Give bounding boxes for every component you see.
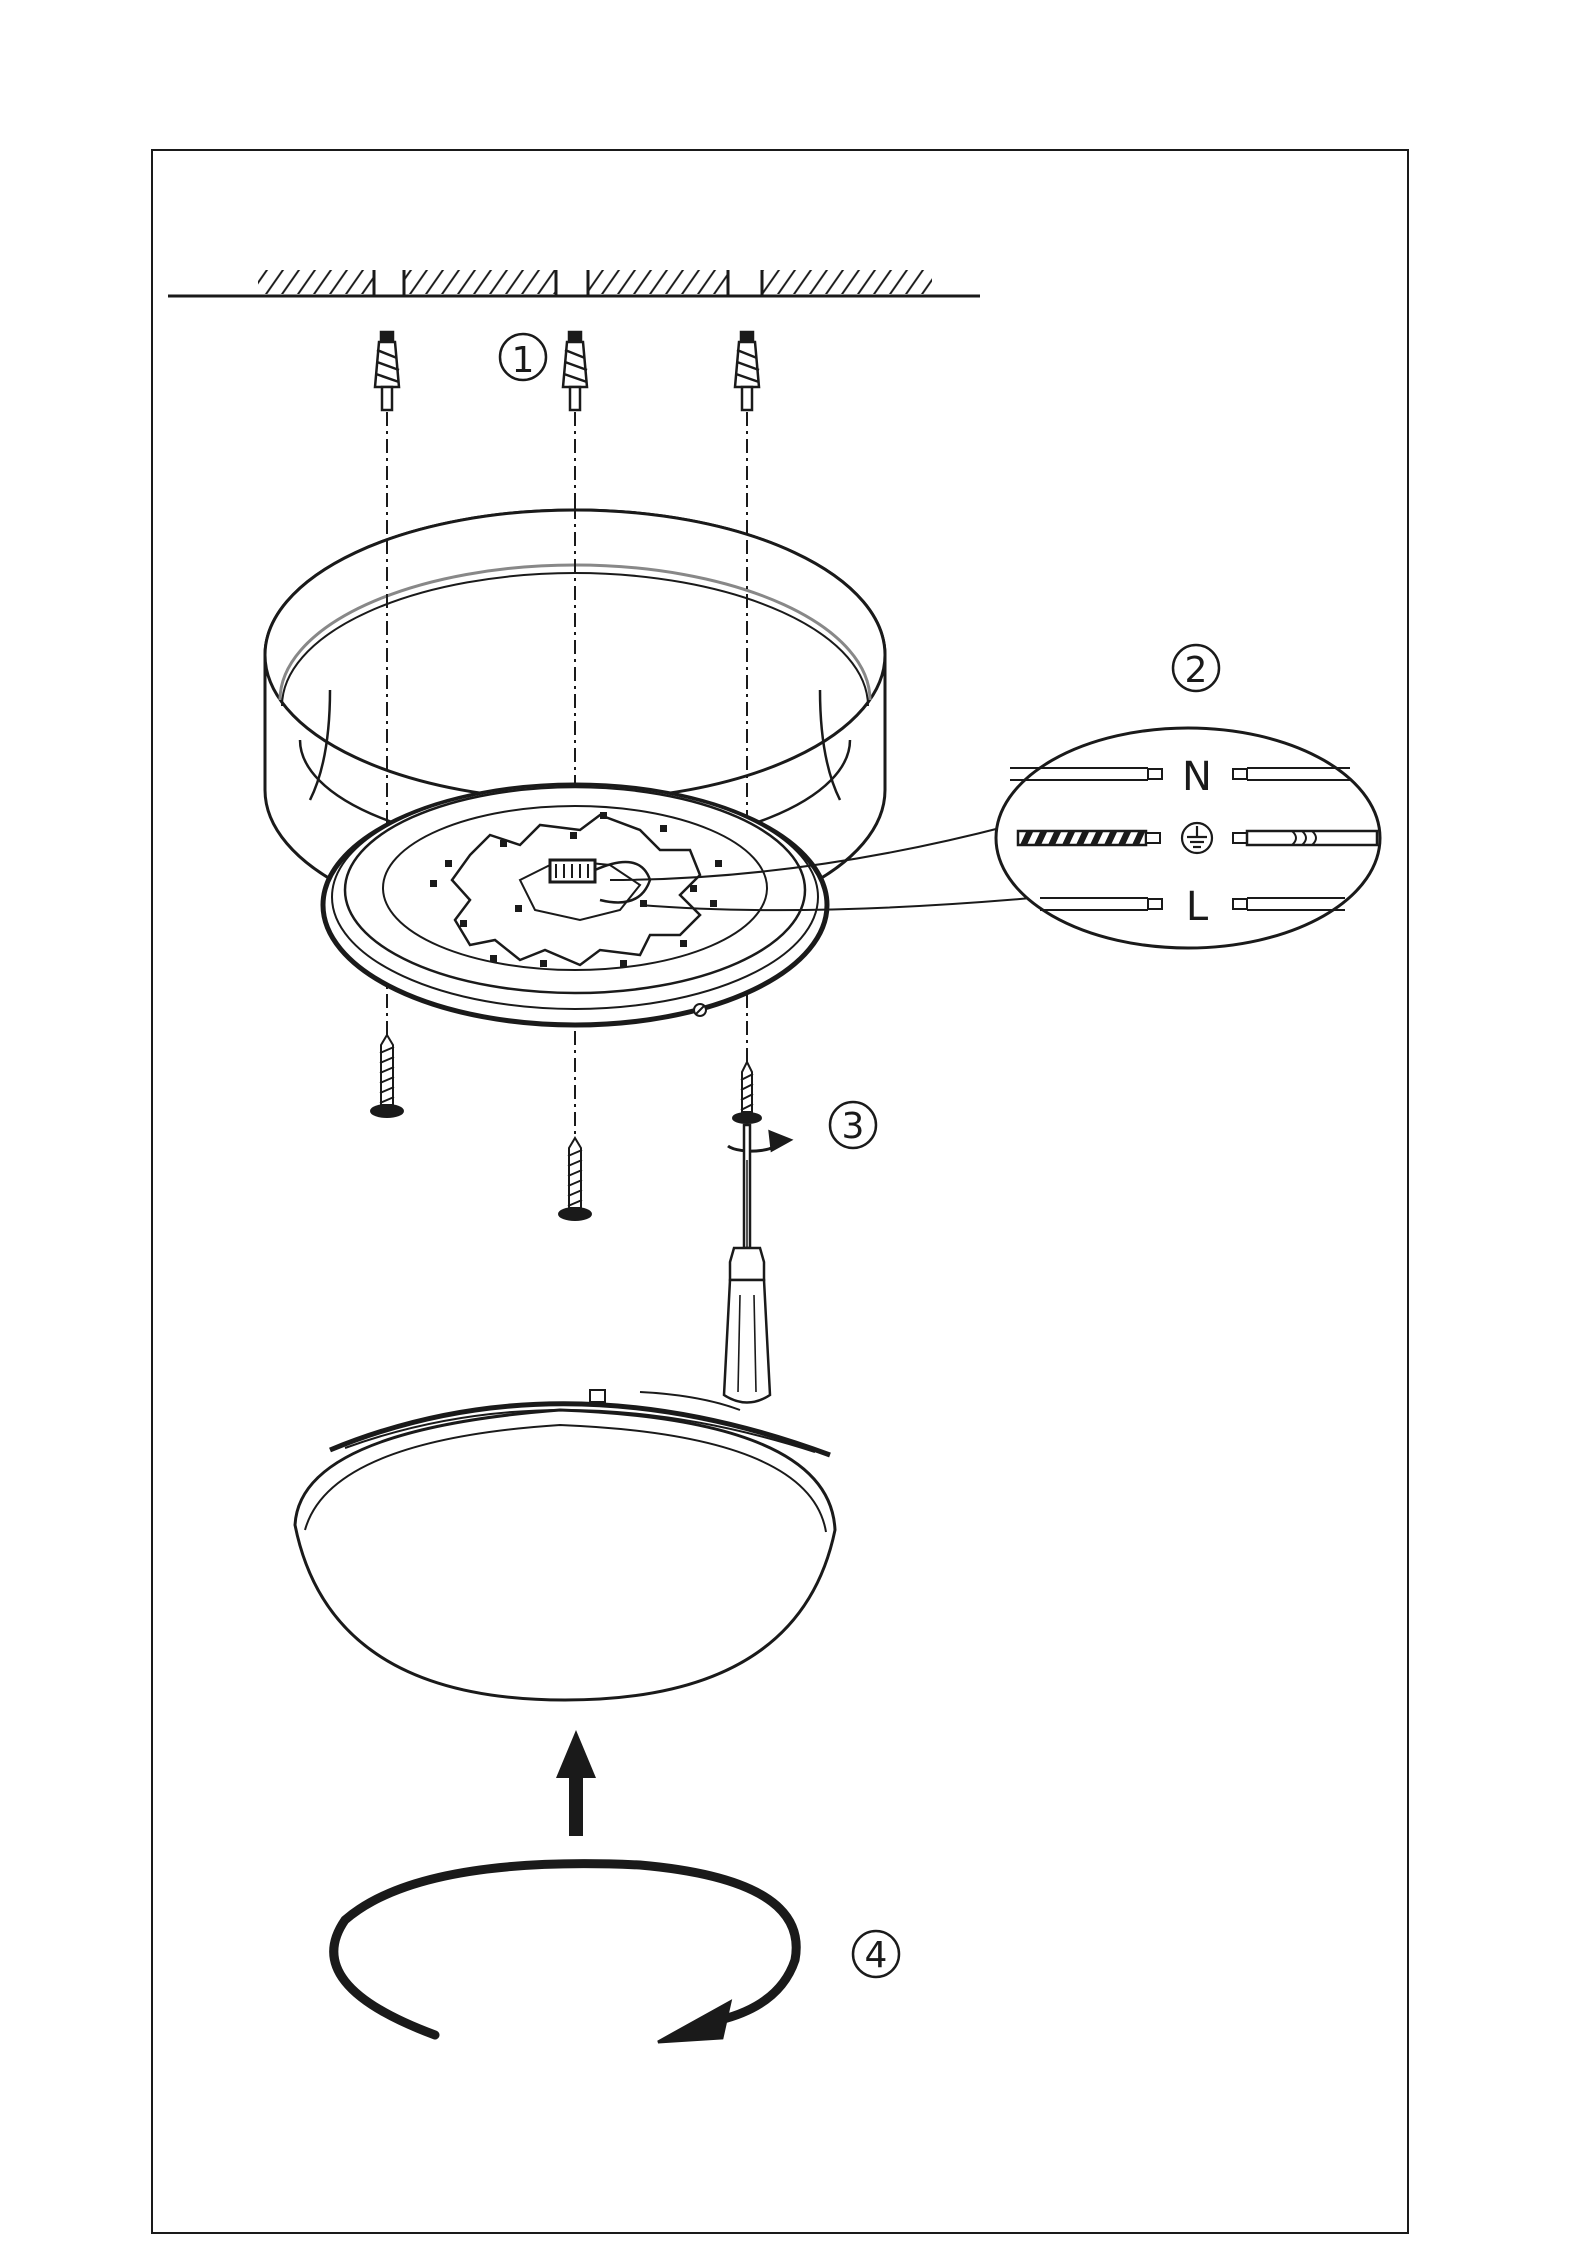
wall-plug-right	[735, 332, 759, 410]
neutral-label: N	[1182, 754, 1212, 800]
screw-right	[733, 1062, 761, 1123]
diffuser-dome	[295, 1390, 835, 1700]
screw-center	[559, 1138, 591, 1220]
up-arrow-icon	[556, 1730, 596, 1836]
base-plate	[323, 785, 827, 1025]
step-2-number: 2	[1185, 650, 1208, 691]
wall-plug-center	[563, 332, 587, 410]
rotate-arrow-icon	[728, 1132, 790, 1151]
twist-arrow-icon	[334, 1864, 796, 2042]
screwdriver	[724, 1125, 770, 1403]
wall-plug-left	[375, 332, 399, 410]
step-1-number: 1	[512, 340, 535, 381]
step-3-number: 3	[842, 1106, 865, 1147]
ceiling	[168, 270, 980, 296]
live-label: L	[1186, 884, 1209, 930]
screw-left	[371, 1035, 403, 1117]
step-4-number: 4	[865, 1935, 888, 1976]
